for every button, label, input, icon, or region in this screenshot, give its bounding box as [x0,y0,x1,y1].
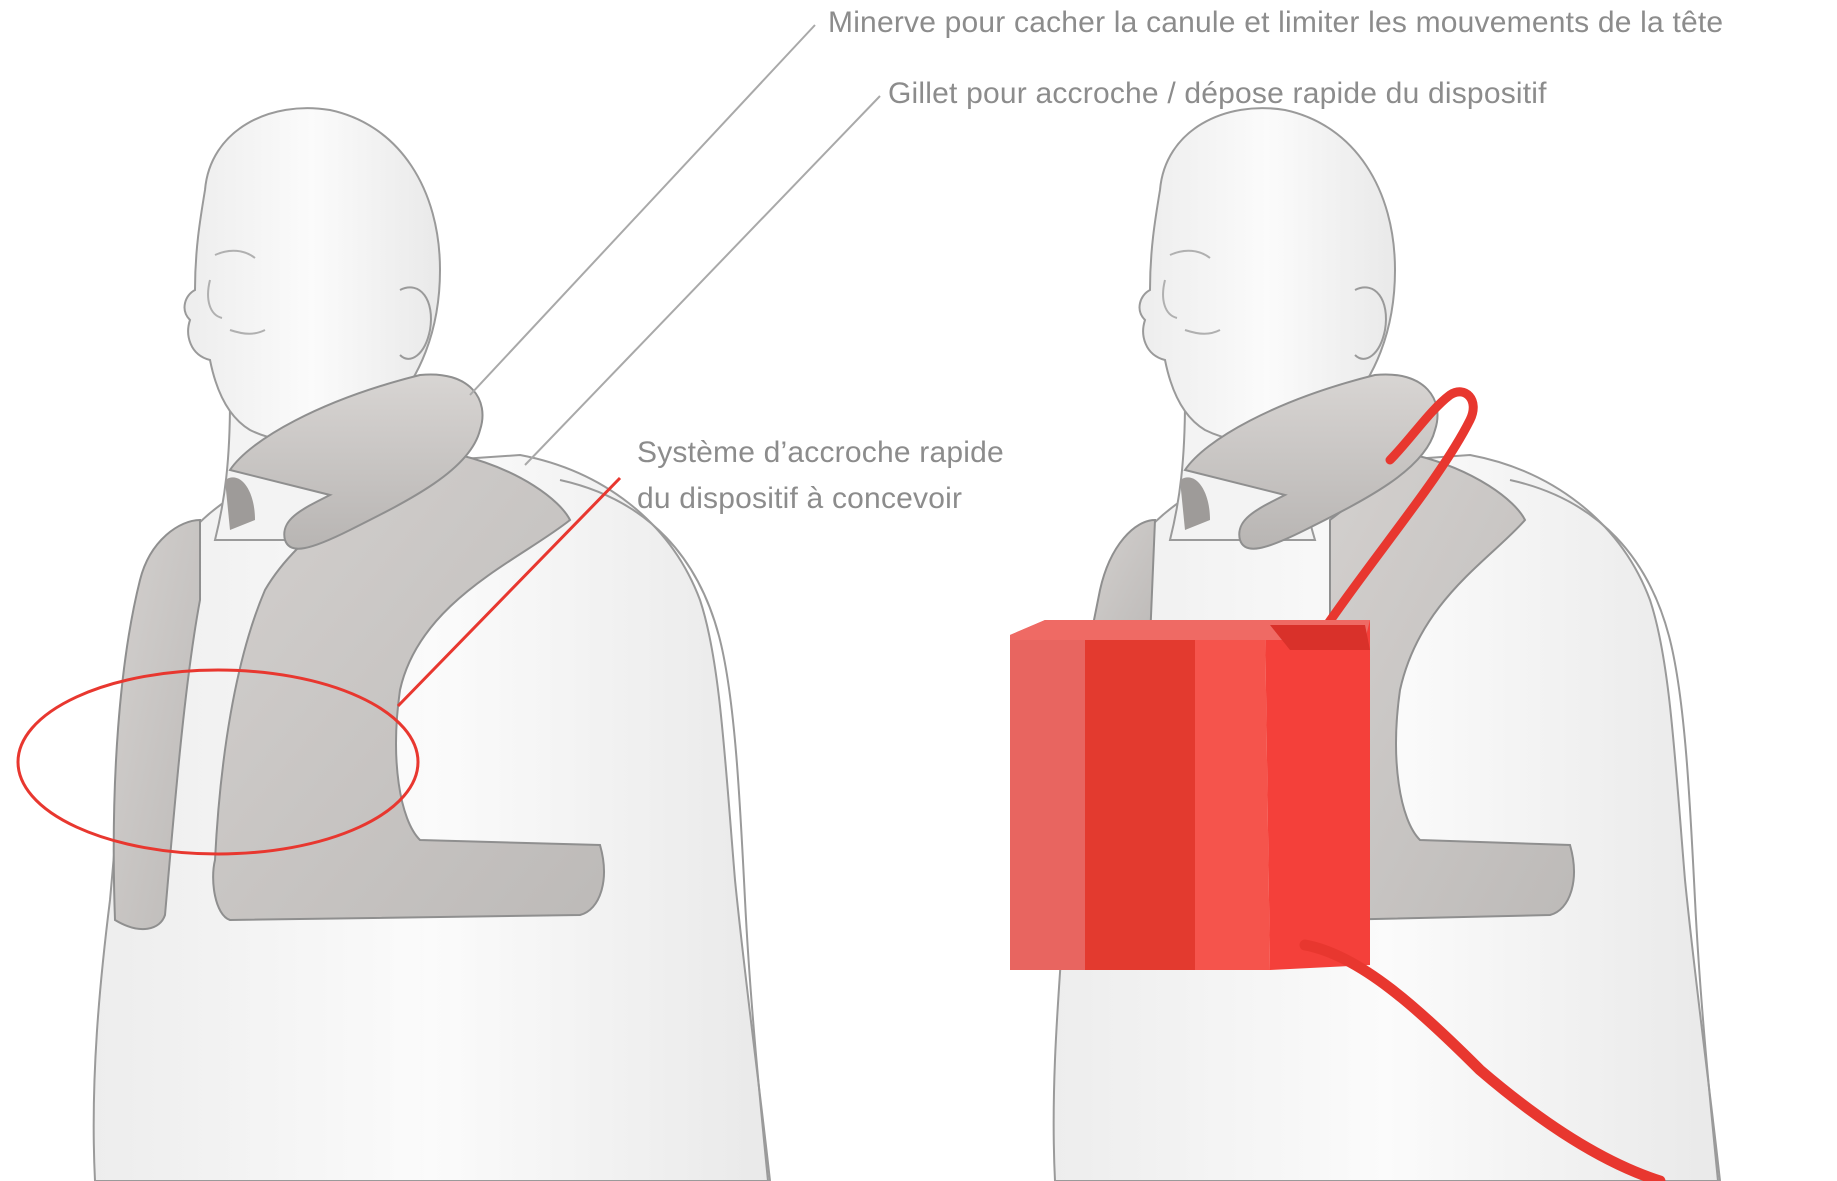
left-mannequin [94,108,770,1181]
annotation-gillet: Gillet pour accroche / dépose rapide du … [888,71,1547,117]
device-mid-face [1085,620,1195,970]
device-right-face [1265,620,1370,970]
annotation-systeme: Système d’accroche rapide du dispositif … [637,430,1004,522]
leader-line-minerve [470,25,815,395]
leader-line-gillet [525,96,880,465]
annotation-minerve: Minerve pour cacher la canule et limiter… [828,0,1723,46]
device-left-face [1010,620,1090,970]
annotation-systeme-line2: du dispositif à concevoir [637,476,1004,522]
annotation-systeme-line1: Système d’accroche rapide [637,430,1004,476]
device-front-face [1195,620,1270,970]
